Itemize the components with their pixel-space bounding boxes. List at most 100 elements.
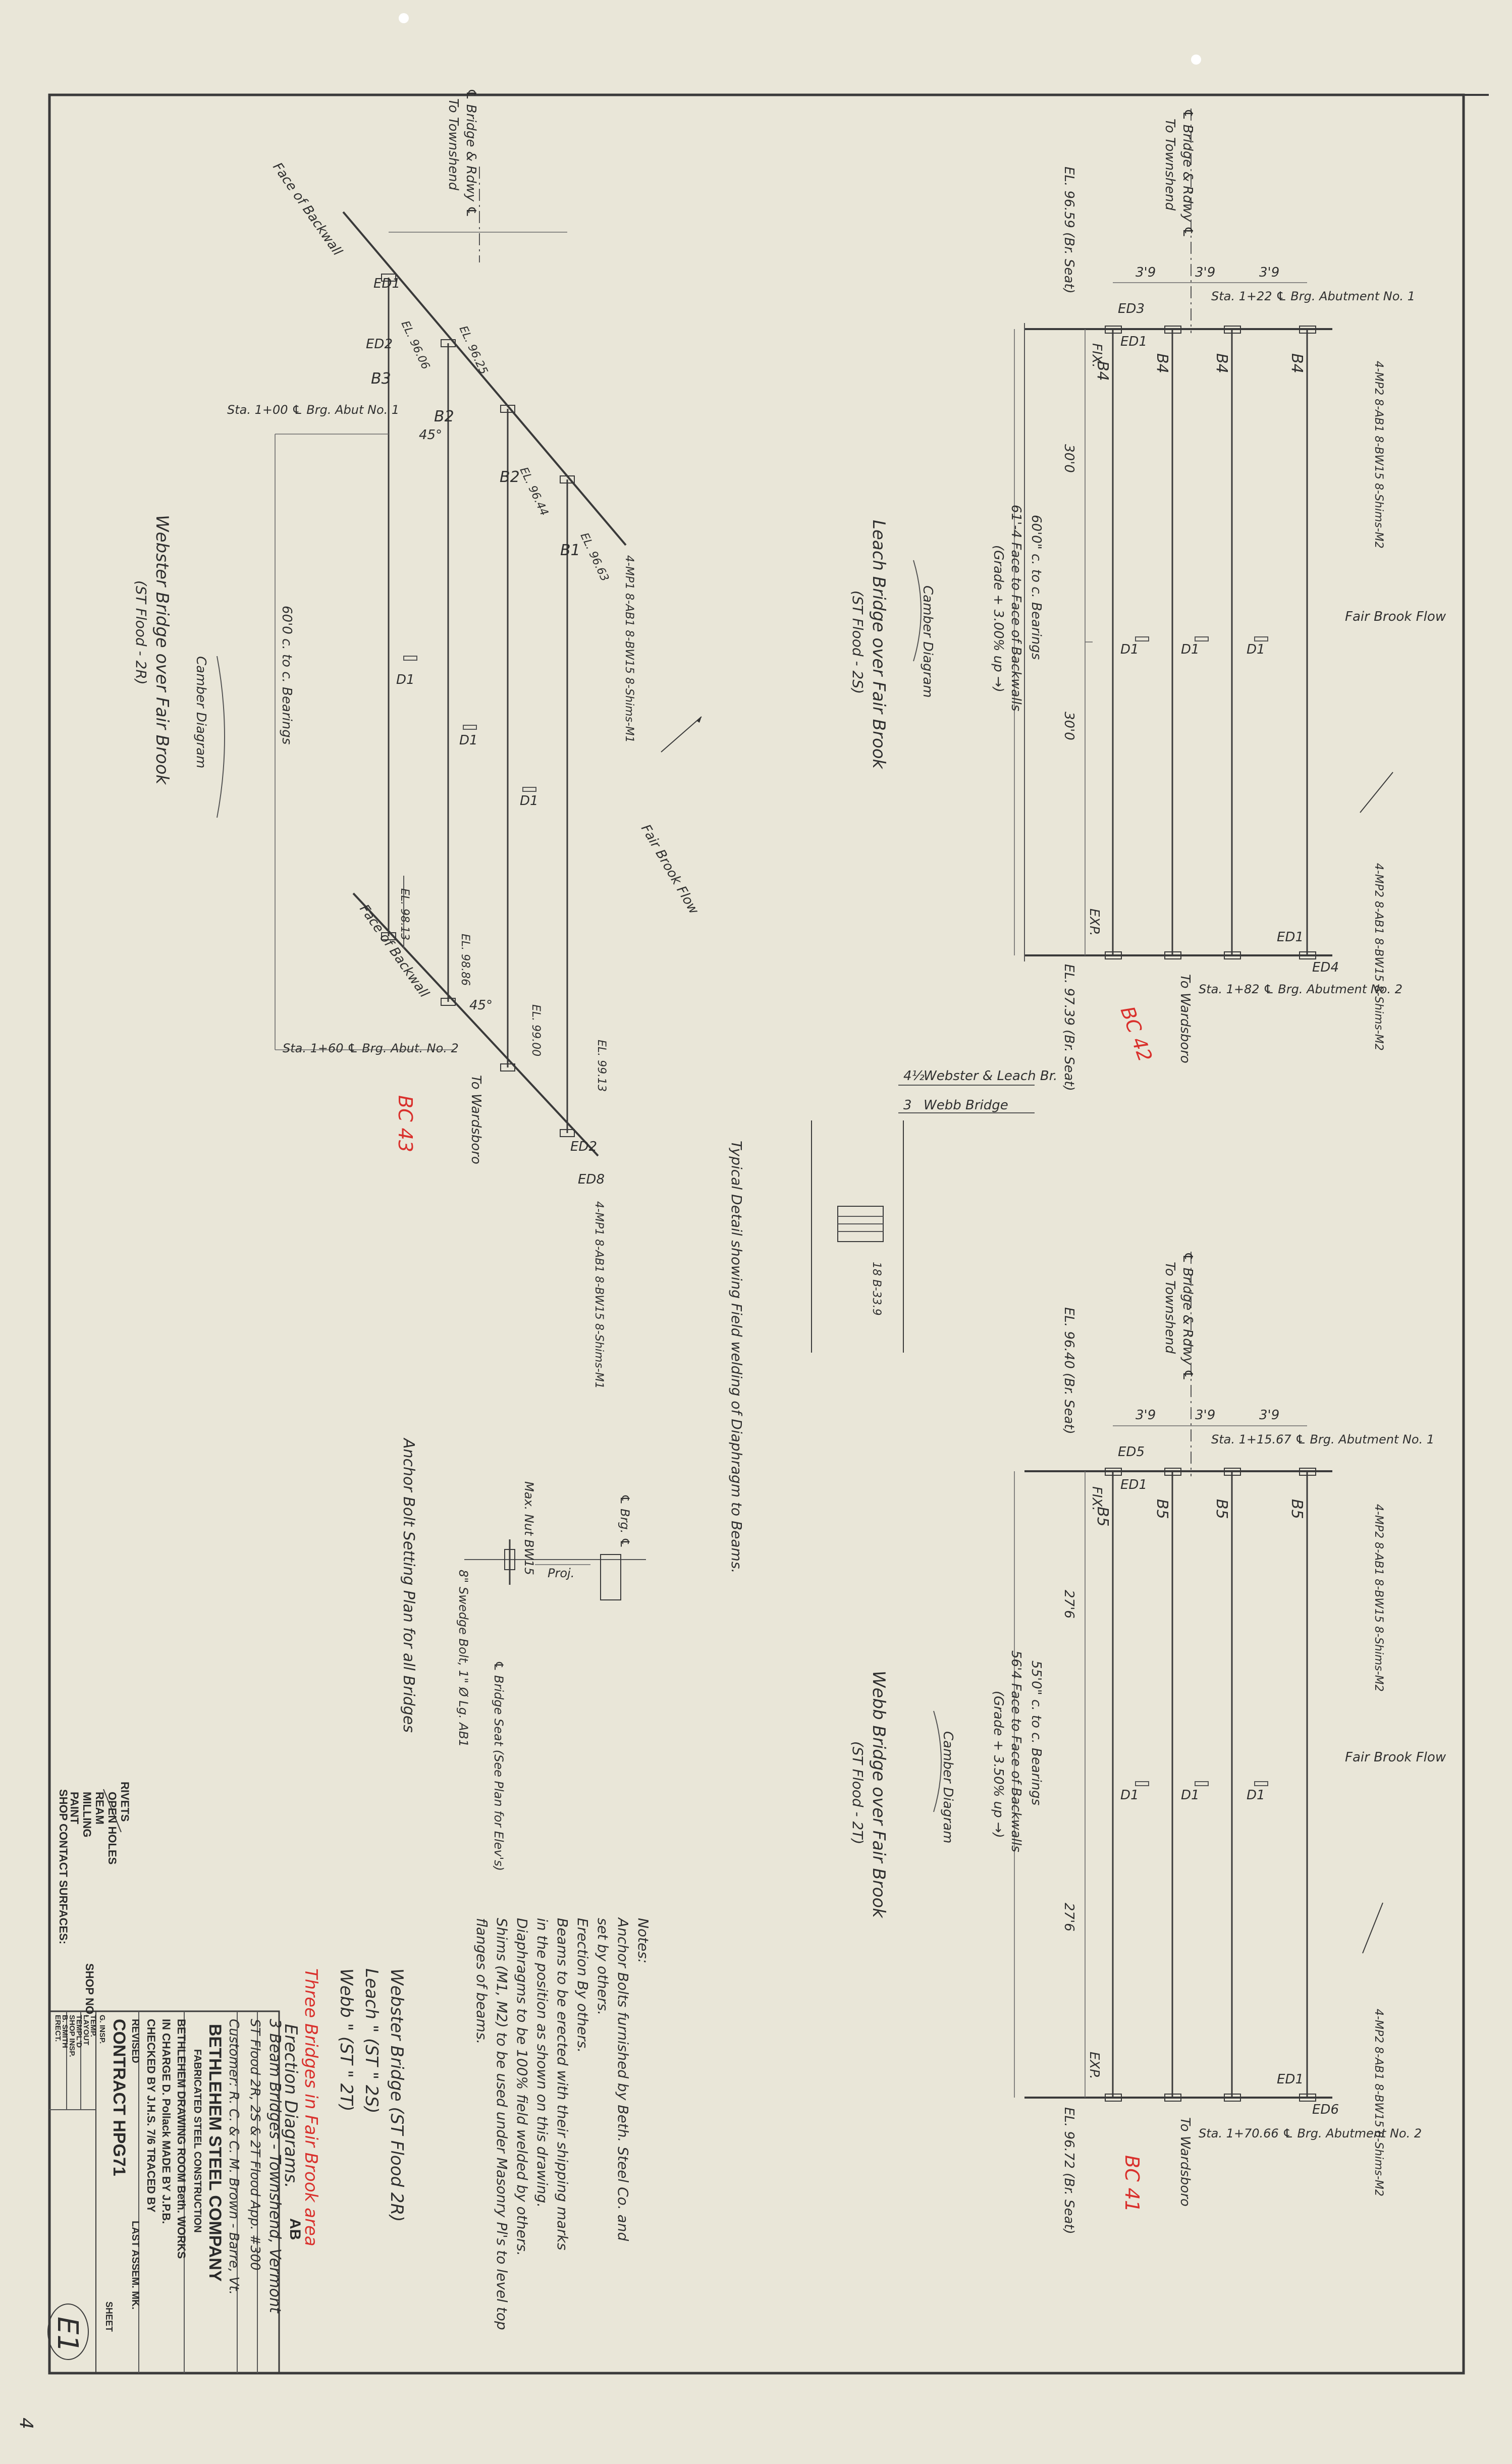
north-arrow: [1362, 1902, 1383, 1954]
tb-contract: CONTRACT HPG71: [110, 2019, 129, 2176]
webb-span-dim: 55'0" c. to c. Bearings: [1029, 1660, 1044, 1805]
webster-title: Webster Bridge over Fair Brook: [152, 515, 172, 785]
margin-mark: 4: [16, 2418, 36, 2429]
leach-camber: Camber Diagram: [920, 585, 935, 698]
webster-diaphragm: D1: [459, 733, 478, 748]
punch-hole: [1191, 55, 1201, 65]
leach-beam-label: B4: [1094, 361, 1111, 381]
leach-beam-label: B4: [1213, 353, 1230, 373]
webb-fix: FIX.: [1089, 1486, 1104, 1511]
north-arrow: [661, 716, 702, 753]
bridge-list-item: Webb " (ST " 2T): [336, 1968, 356, 2112]
notes-block: Notes: Anchor Bolts furnished by Beth. S…: [473, 1917, 652, 2330]
leach-wardsboro: To Wardsboro: [1177, 974, 1193, 1063]
webb-el-top: EL. 96.40 (Br. Seat): [1061, 1307, 1076, 1434]
webster-subtitle: (ST Flood - 2R): [133, 580, 149, 685]
webster-flow: Fair Brook Flow: [638, 822, 701, 918]
webster-el: EL. 96.06: [399, 319, 432, 371]
note-line: Beams to be erected with their shipping …: [554, 1918, 571, 2251]
tb-project: 3 Beam Bridges - Townshend, Vermont: [266, 2019, 284, 2314]
notes-heading: Notes:: [635, 1918, 652, 1963]
leach-grade: (Grade + 3.00% up →): [991, 545, 1006, 692]
legend-item: PAINT: [68, 1792, 81, 1825]
webster-sta1: Sta. 1+00 ℄ Brg. Abut No. 1: [227, 403, 399, 417]
webster-ed: ED2: [366, 337, 393, 352]
leach-title: Leach Bridge over Fair Brook: [869, 520, 889, 770]
abutment-1-skew: [342, 211, 627, 546]
note-line: set by others.: [595, 1918, 611, 2015]
ab-mark: AB: [287, 2218, 303, 2240]
camber-curve: [933, 1710, 942, 1812]
tb-row: TEMPL'D: [75, 2015, 83, 2048]
webb-spacing: 3'9: [1259, 1408, 1279, 1423]
title-block-rows: TEMP. LAYOUT TEMPL'D SHOP INSP. B. SMITH…: [53, 2015, 106, 2057]
webb-diaphragm: D1: [1247, 1788, 1265, 1803]
leach-ed-bot1: ED1: [1277, 930, 1304, 945]
punch-hole: [399, 13, 409, 23]
webster-el: EL. 98.13: [398, 888, 411, 940]
webb-ed-bot1: ED1: [1277, 2072, 1304, 2087]
webster-beam: B2: [434, 408, 454, 425]
tb-row: G. INSP.: [98, 2015, 106, 2044]
shop-contact: SHOP CONTACT SURFACES:: [57, 1789, 70, 1944]
tb-row: B. SMITH: [61, 2015, 69, 2048]
webb-labels: ℄ Bridge & Rdwy ℄ To Townshend EL. 96.40…: [849, 1252, 1446, 2234]
anchor-bolt-detail: [464, 1539, 646, 1600]
anchor-l4: ℄ Brg. ℄: [618, 1494, 632, 1548]
webb-exp: EXP.: [1087, 2052, 1102, 2079]
detail-labels: 4½ Webster & Leach Br. 3 Webb Bridge 18 …: [728, 1068, 1057, 1573]
legend-item: RIVETS: [119, 1782, 131, 1822]
webster-el: EL. 99.13: [595, 1040, 608, 1092]
webb-sta2: Sta. 1+70.66 ℄ Brg. Abutment No. 2: [1199, 2126, 1422, 2140]
tb-job: ST Flood 2R, 2S & 2T Flood App. #300: [247, 2019, 262, 2271]
leach-centerline-label: ℄ Bridge & Rdwy ℄: [1180, 109, 1195, 238]
webster-shims: 4-MP1 8-AB1 8-BW15 8-Shims-M1: [623, 555, 635, 743]
leach-exp: EXP.: [1087, 908, 1102, 936]
leach-diaphragm: D1: [1120, 642, 1139, 657]
leach-diaphragm: D1: [1181, 642, 1200, 657]
camber-curve: [913, 560, 922, 662]
webb-flow: Fair Brook Flow: [1345, 1750, 1446, 1765]
leach-half2: 30'0: [1061, 712, 1076, 740]
webb-grade: (Grade + 3.50% up →): [991, 1691, 1006, 1838]
erection-title: Erection Diagrams.: [281, 2024, 301, 2188]
webster-angle: 45°: [469, 998, 493, 1013]
webster-bc-mark: BC 43: [394, 1095, 416, 1152]
leach-shims-top: 4-MP2 8-AB1 8-BW15 8-Shims-M2: [1372, 361, 1385, 549]
webster-angle: 45°: [419, 427, 442, 443]
note-line: flanges of beams.: [473, 1918, 490, 2044]
bearing-plates: [381, 274, 575, 1137]
webb-half1: 27'6: [1061, 1590, 1076, 1619]
tb-room: BETHLEHEM DRAWING ROOM Beth. WORKS: [175, 2019, 188, 2259]
webster-centerline-label: ℄ Bridge & Rdwy ℄: [463, 88, 478, 218]
legend-item: OPEN HOLES: [106, 1792, 119, 1864]
anchor-l2: 8" Swedge Bolt, 1" Ø Lg. AB1: [456, 1570, 470, 1747]
title-block: [48, 2010, 280, 2374]
webb-townshend-label: To Townshend: [1162, 1262, 1177, 1354]
webster-beam: B1: [560, 542, 580, 559]
webster-townshend-label: To Townshend: [446, 98, 461, 191]
legend-item: MILLING: [81, 1792, 93, 1837]
leach-half1: 30'0: [1061, 444, 1076, 473]
webster-face-backwall: Face of Backwall: [356, 902, 432, 1001]
anchor-l5: Proj.: [548, 1566, 574, 1580]
leach-spacing: 3'9: [1195, 265, 1215, 280]
detail-member: 18 B-33.9: [870, 1262, 883, 1316]
camber-curve: [217, 656, 225, 818]
bridge-list: Webster Bridge (ST Flood 2R) Leach " (ST…: [336, 1968, 407, 2222]
sheet-circle: [47, 2304, 89, 2360]
leach-townshend-label: To Townshend: [1162, 119, 1177, 211]
webb-spacing: 3'9: [1136, 1408, 1156, 1423]
sheet-border: [48, 93, 1465, 2375]
webb-face-dim: 56'4 Face to Face of Backwalls: [1008, 1650, 1023, 1852]
webster-beam: B2: [500, 468, 520, 486]
anchor-title: Anchor Bolt Setting Plan for all Bridges: [400, 1437, 417, 1733]
leach-fix: FIX.: [1089, 343, 1104, 368]
leach-el-top: EL. 96.59 (Br. Seat): [1061, 167, 1076, 294]
tb-division: FABRICATED STEEL CONSTRUCTION: [192, 2049, 203, 2233]
leach-face-dim: 61'-4 Face to Face of Backwalls: [1008, 505, 1023, 711]
leach-flow: Fair Brook Flow: [1345, 609, 1446, 624]
leach-sta2: Sta. 1+82 ℄ Brg. Abutment No. 2: [1199, 982, 1402, 996]
anchor-labels: Max. Nut BW15 8" Swedge Bolt, 1" Ø Lg. A…: [400, 1437, 632, 1871]
